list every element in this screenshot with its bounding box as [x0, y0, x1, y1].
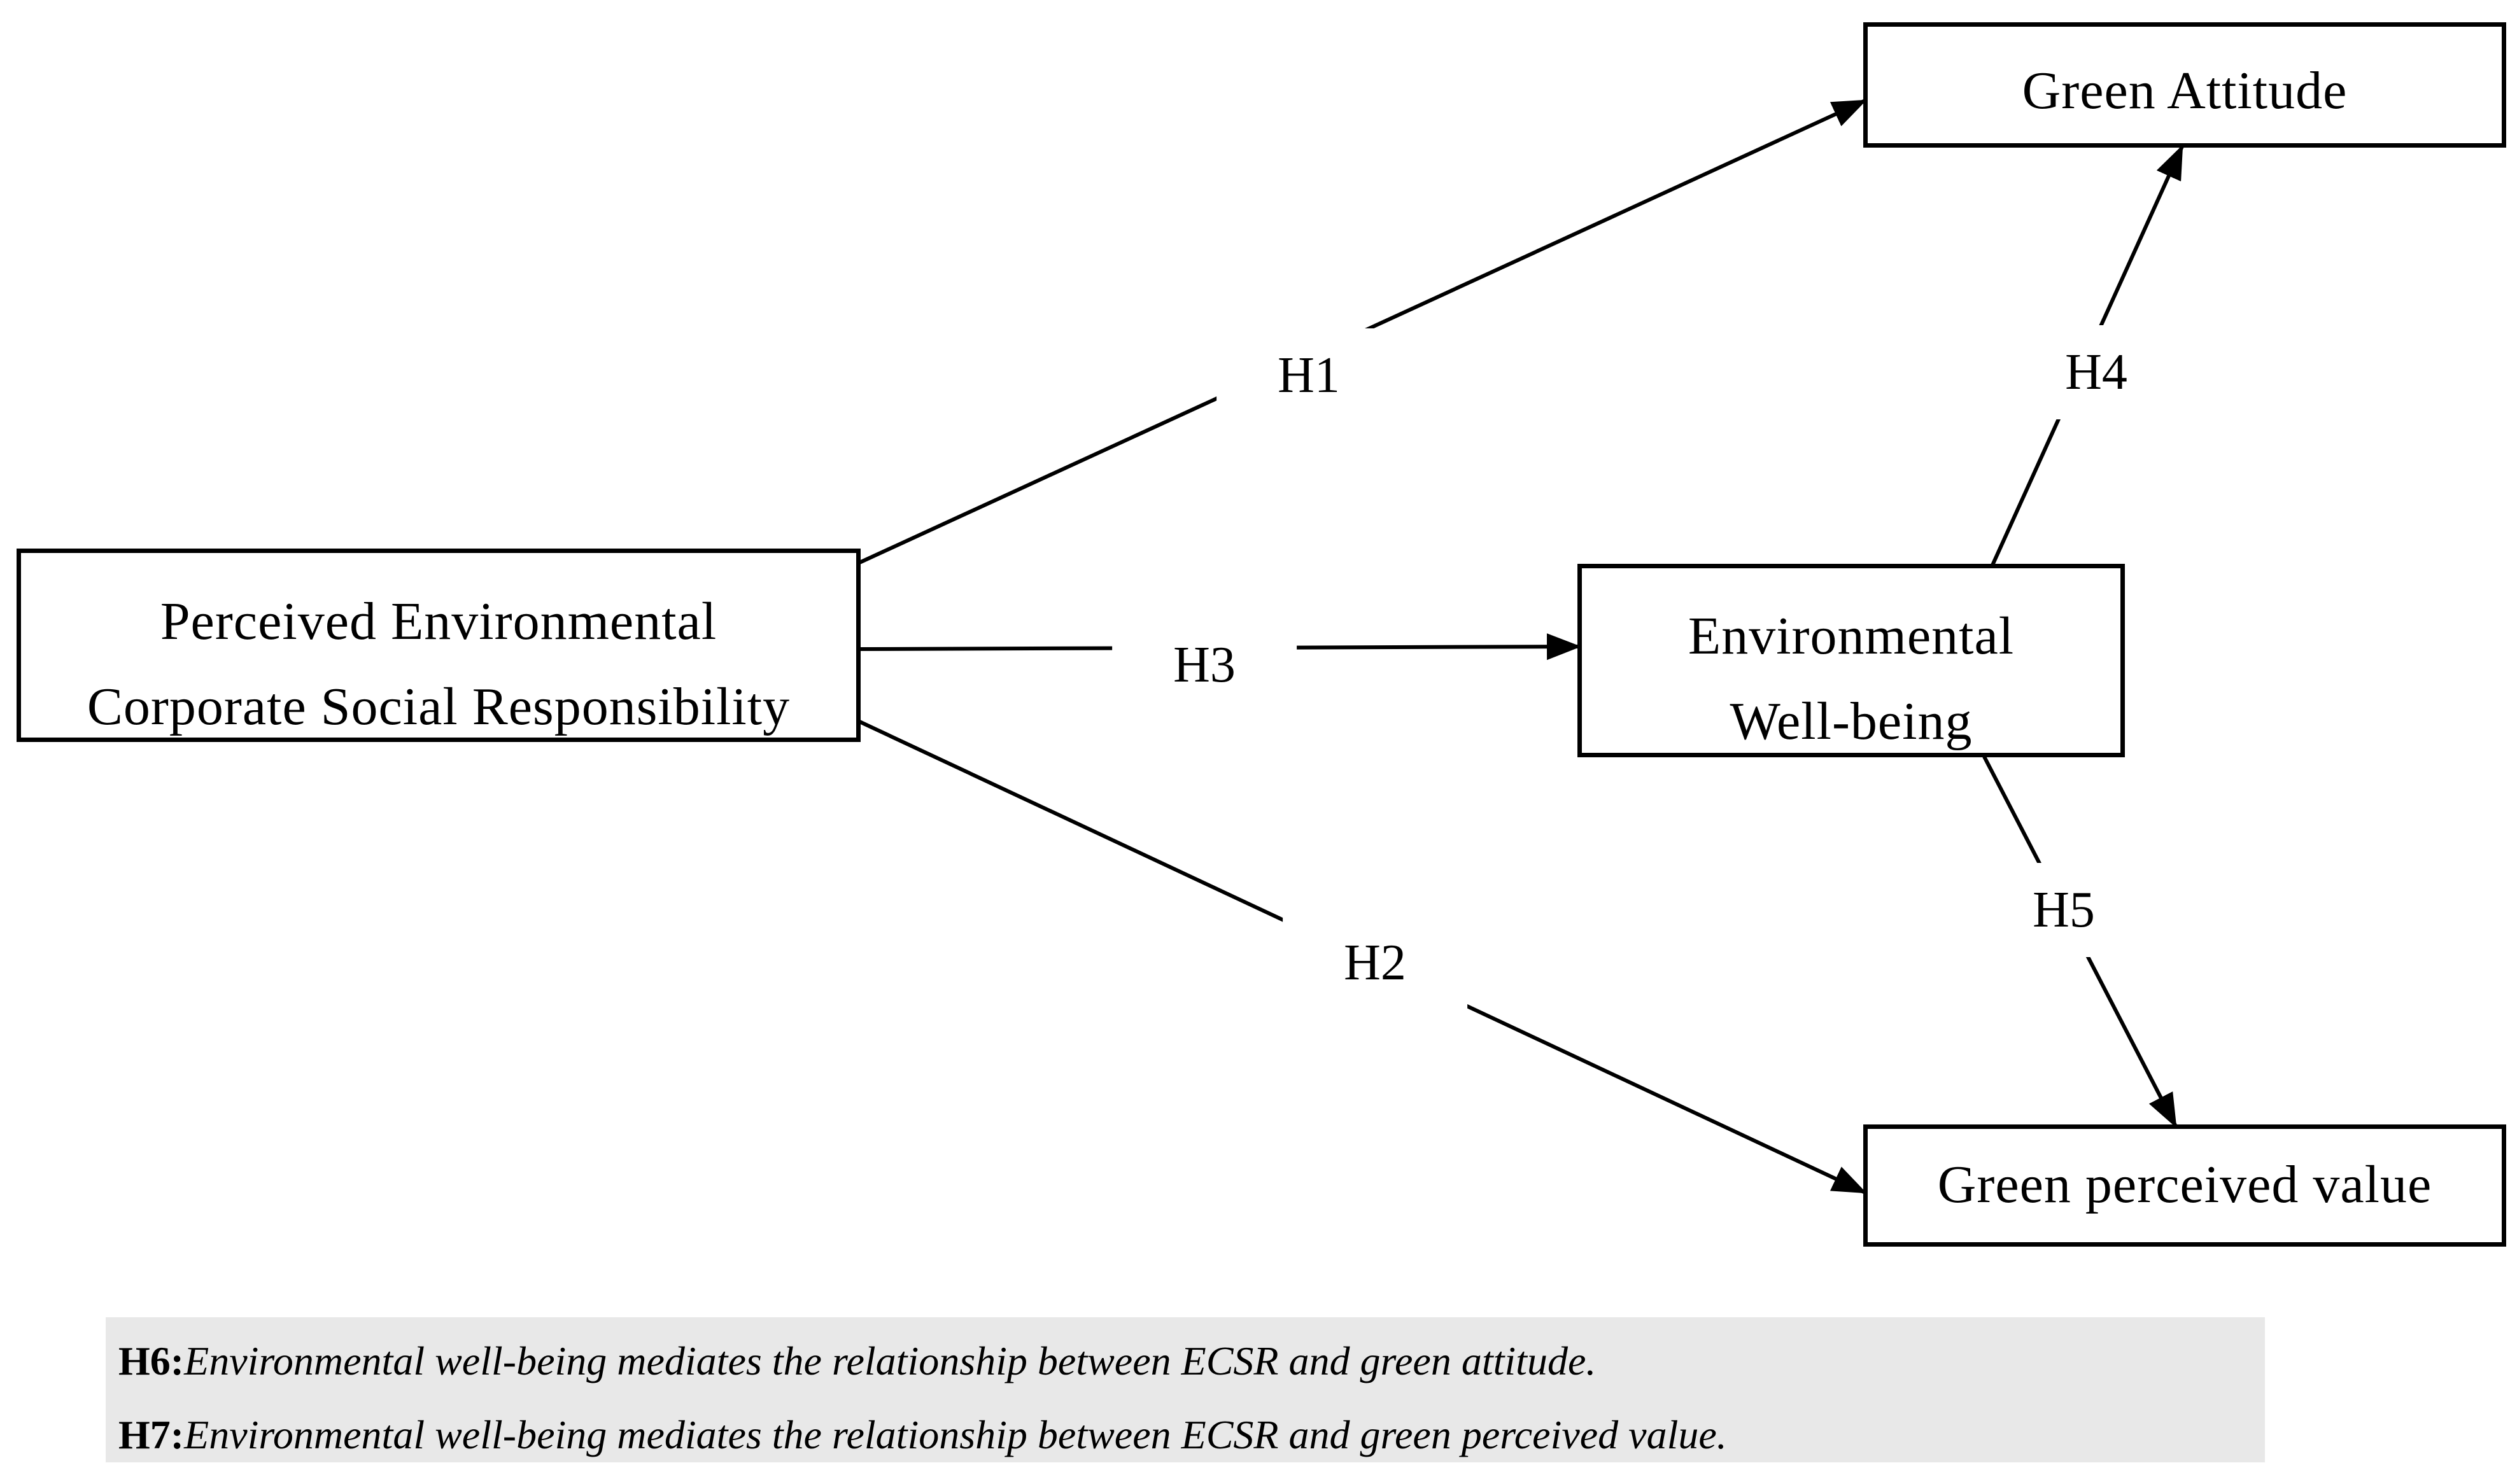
- mediation-hypotheses-note: H6:Environmental well-being mediates the…: [106, 1317, 2265, 1462]
- note-h6-prefix: H6:: [118, 1338, 185, 1383]
- node-perceived-environmental-csr: Perceived Environmental Corporate Social…: [17, 549, 861, 742]
- hypothesis-label-h2: H2: [1283, 916, 1467, 1010]
- node-green-perceived-value: Green perceived value: [1863, 1124, 2506, 1247]
- node-environmental-wellbeing: Environmental Well-being: [1577, 564, 2125, 757]
- node-label-line: Well-being: [1730, 692, 1973, 751]
- hypothesis-label-h5: H5: [1971, 863, 2156, 957]
- hypothesis-label-h4: H4: [2004, 325, 2189, 419]
- hypothesis-label-h3: H3: [1112, 618, 1297, 712]
- node-label-line: Corporate Social Responsibility: [87, 677, 791, 736]
- note-h7-prefix: H7:: [118, 1412, 185, 1457]
- node-label-line: Environmental: [1688, 606, 2015, 666]
- node-label-line: Green Attitude: [2022, 61, 2348, 120]
- note-h7-text: Environmental well-being mediates the re…: [184, 1412, 1727, 1457]
- hypothesis-label-h1: H1: [1216, 328, 1401, 423]
- note-h6: H6:Environmental well-being mediates the…: [118, 1327, 2265, 1395]
- node-label-line: Green perceived value: [1937, 1155, 2432, 1214]
- note-h7: H7:Environmental well-being mediates the…: [118, 1401, 2265, 1469]
- node-green-attitude: Green Attitude: [1863, 22, 2506, 148]
- note-h6-text: Environmental well-being mediates the re…: [184, 1338, 1597, 1383]
- node-label-line: Perceived Environmental: [160, 592, 717, 651]
